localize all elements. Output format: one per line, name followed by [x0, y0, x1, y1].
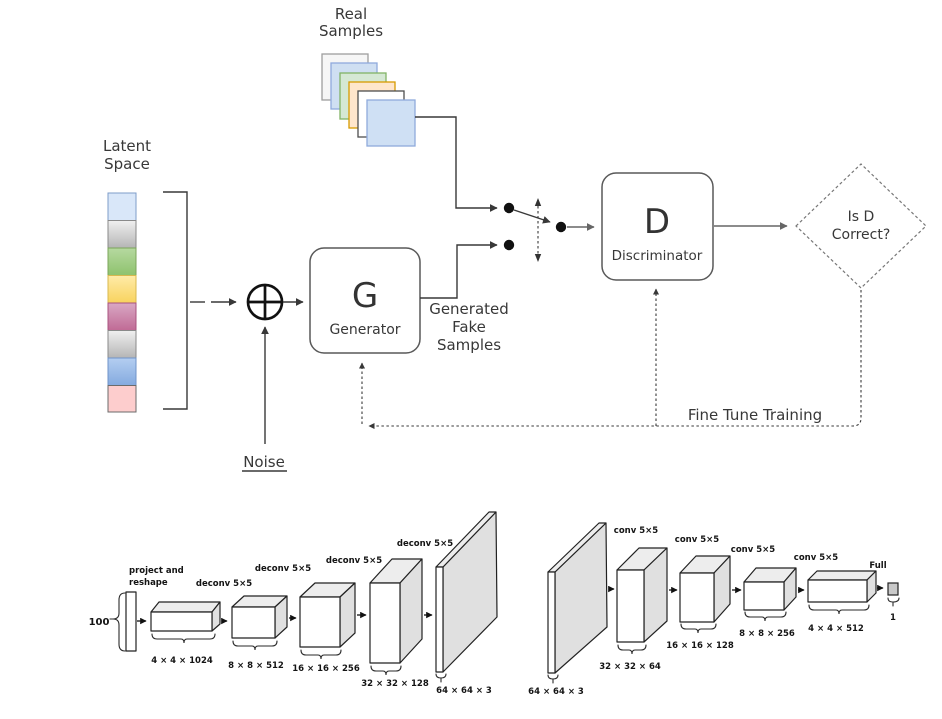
latent-space-label-line1: Latent — [103, 137, 151, 155]
gen-input-brace — [112, 592, 126, 652]
underbrace — [547, 674, 559, 684]
noise-label: Noise — [243, 453, 285, 471]
discriminator-box — [601, 172, 714, 281]
decision-label-line1: Is D — [848, 209, 875, 225]
disc-op-label-3: conv 5×5 — [731, 545, 775, 555]
gen-op-label-4: deconv 5×5 — [397, 539, 453, 549]
latent-space-label-line2: Space — [104, 155, 150, 173]
underbrace — [370, 665, 402, 676]
gen-layer-dim-3: 16 × 16 × 256 — [292, 664, 360, 674]
latent-block — [107, 192, 137, 221]
underbrace — [744, 611, 787, 622]
generator-symbol: G — [352, 276, 378, 316]
gen-layer-box-1 — [150, 601, 221, 632]
disc-layer-box-2 — [679, 555, 731, 623]
switch-lever — [513, 209, 551, 224]
sample-card-front — [366, 99, 416, 147]
disc-layer-box-4 — [807, 570, 877, 603]
dcgan-generator-figure: 100 project and reshape 4 × 4 × 1024 dec… — [89, 511, 498, 696]
fake-samples-label-line2: Fake — [452, 318, 486, 336]
gen-layer-dim-2: 8 × 8 × 512 — [228, 661, 284, 671]
latent-block — [107, 302, 137, 331]
fake-samples-line — [420, 241, 498, 299]
real-samples-label-line1: Real — [335, 5, 367, 23]
disc-layer-dim-2: 16 × 16 × 128 — [666, 641, 734, 651]
decision-label-line2: Correct? — [832, 227, 891, 243]
feedback-line — [368, 290, 862, 430]
gen-op-label-2: deconv 5×5 — [255, 564, 311, 574]
latent-bracket — [163, 191, 188, 410]
gen-layer-box-3 — [299, 582, 356, 648]
underbrace — [232, 640, 278, 651]
fake-samples-label-line3: Samples — [437, 336, 501, 354]
latent-block — [107, 220, 137, 249]
dcgan-discriminator-figure: 64 × 64 × 3 conv 5×5 32 × 32 × 64 conv 5… — [528, 522, 900, 697]
discriminator-name: Discriminator — [612, 248, 703, 264]
generator-box — [309, 247, 421, 354]
disc-output-node — [887, 582, 899, 596]
gan-flow-diagram: Real Samples Latent Space — [103, 5, 927, 472]
real-samples-stack — [321, 53, 416, 147]
latent-block — [107, 275, 137, 304]
gen-input-dim: 100 — [89, 617, 110, 628]
fine-tune-label: Fine Tune Training — [688, 406, 822, 424]
underbrace — [680, 623, 717, 634]
disc-layer-dim-1: 32 × 32 × 64 — [599, 662, 661, 672]
underbrace — [151, 633, 216, 644]
gen-layer-dim-1: 4 × 4 × 1024 — [151, 656, 213, 666]
gen-project-label-line2: reshape — [129, 578, 168, 588]
disc-layer-box-1 — [616, 547, 668, 643]
gen-layer-box-2 — [231, 595, 288, 639]
latent-vector — [107, 192, 137, 413]
decision-diamond — [795, 163, 927, 289]
underbrace — [300, 649, 342, 660]
switch-pole — [555, 221, 567, 233]
gen-input-vector — [125, 591, 137, 652]
fake-samples-label-line1: Generated — [429, 300, 509, 318]
real-samples-line — [415, 116, 498, 212]
disc-input-dim: 64 × 64 × 3 — [528, 687, 584, 697]
gen-layer-dim-4: 32 × 32 × 128 — [361, 679, 429, 689]
switch-contact-real — [503, 202, 515, 214]
underbrace — [435, 673, 447, 683]
disc-layer-box-3 — [743, 567, 797, 611]
switch-toggle-arrow — [534, 198, 542, 262]
plus-circle-icon — [246, 283, 284, 321]
underbrace — [617, 644, 647, 655]
latent-block — [107, 385, 137, 413]
disc-op-label-1: conv 5×5 — [614, 526, 658, 536]
latent-block — [107, 330, 137, 359]
real-samples-label-line2: Samples — [319, 22, 383, 40]
gen-op-label-1: deconv 5×5 — [196, 579, 252, 589]
discriminator-symbol: D — [644, 202, 670, 242]
underbrace — [808, 604, 870, 615]
disc-op-label-4: conv 5×5 — [794, 553, 838, 563]
latent-block — [107, 357, 137, 386]
latent-block — [107, 247, 137, 276]
gen-layer-dim-5: 64 × 64 × 3 — [436, 686, 492, 696]
switch-contact-fake — [503, 239, 515, 251]
gen-output-panel — [435, 511, 498, 673]
disc-layer-dim-3: 8 × 8 × 256 — [739, 629, 795, 639]
disc-output-dim: 1 — [890, 613, 896, 623]
underbrace — [887, 597, 900, 607]
disc-input-panel — [547, 522, 608, 674]
disc-layer-dim-4: 4 × 4 × 512 — [808, 624, 864, 634]
gen-layer-box-4 — [369, 558, 423, 664]
generator-name: Generator — [329, 322, 400, 338]
gen-project-label-line1: project and — [129, 566, 184, 576]
disc-full-label: Full — [869, 561, 886, 571]
gen-op-label-3: deconv 5×5 — [326, 556, 382, 566]
disc-op-label-2: conv 5×5 — [675, 535, 719, 545]
